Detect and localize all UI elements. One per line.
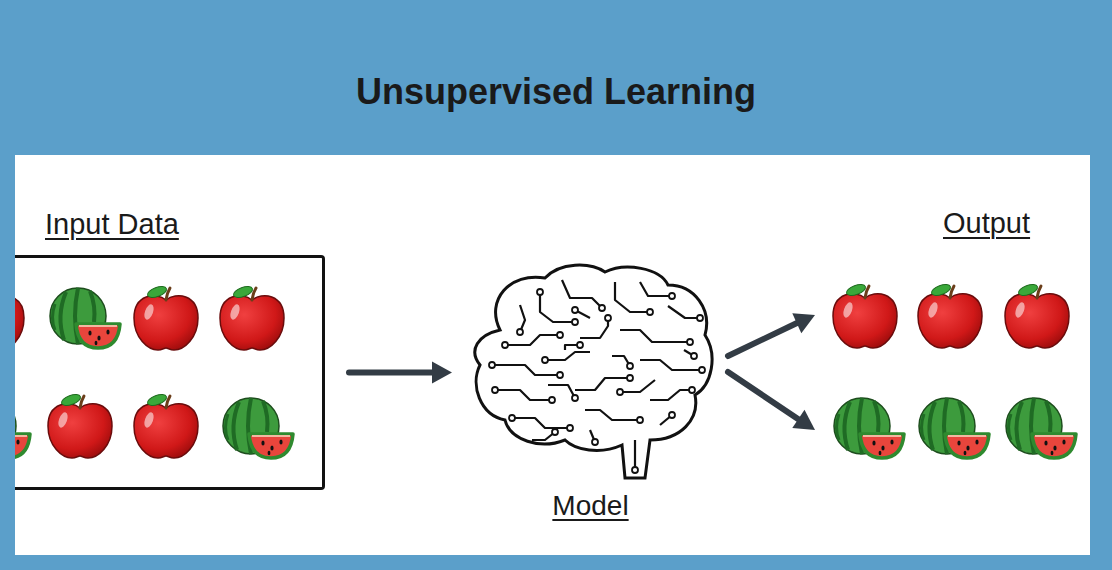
output-arrows [728,313,815,430]
circuit-brain [475,265,712,478]
output-heading: Output [943,207,1030,240]
model-node: Model [468,262,713,482]
input-fruits [15,284,293,458]
connector-arrow [349,370,432,376]
input-data-box: Input Data [15,255,325,490]
output-fruits [833,282,1076,458]
box-heading: Input Data [45,208,179,241]
model-caption: Model [468,490,713,522]
page-title: Unsupervised Learning [0,70,1112,114]
